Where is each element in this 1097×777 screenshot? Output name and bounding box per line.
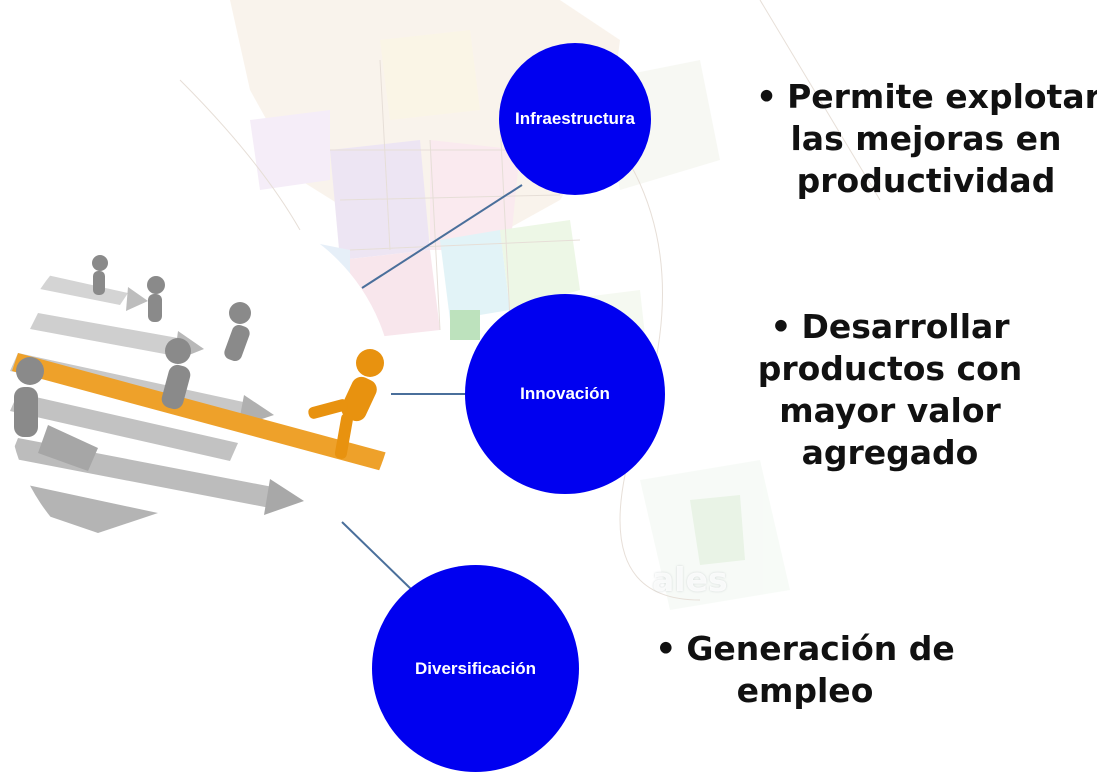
hub-image	[8, 203, 394, 589]
node-label: Innovación	[520, 384, 610, 403]
bullet-text: Generación de	[686, 629, 955, 668]
faded-label: ales	[652, 560, 728, 599]
bullet-diversificacion: •Generación de empleo	[640, 628, 970, 712]
runners-race-icon	[10, 255, 388, 533]
node-diversificacion: Diversificación	[372, 565, 579, 772]
bullet-line: •Generación de	[640, 628, 970, 670]
connector-3	[341, 521, 413, 591]
bullet-marker: •	[770, 307, 792, 346]
node-innovacion: Innovación	[465, 294, 665, 494]
bullet-marker: •	[756, 77, 778, 116]
bullet-line: las mejoras en	[790, 119, 1062, 158]
bullet-line: mayor valor	[779, 391, 1001, 430]
connector-1	[361, 184, 523, 289]
bullet-innovacion: •Desarrollar productos con mayor valor a…	[730, 306, 1050, 474]
bullet-line: agregado	[801, 433, 979, 472]
bullet-line: •Desarrollar	[730, 306, 1050, 348]
bullet-line: empleo	[736, 671, 874, 710]
bullet-line: productos con	[757, 349, 1023, 388]
node-label: Infraestructura	[515, 109, 635, 128]
bullet-text: Permite explotar	[787, 77, 1097, 116]
bullet-infraestructura: •Permite explotar las mejoras en product…	[756, 76, 1097, 202]
bullet-text: Desarrollar	[801, 307, 1010, 346]
node-infraestructura: Infraestructura	[499, 43, 651, 195]
node-label: Diversificación	[415, 658, 536, 678]
bullet-marker: •	[655, 629, 677, 668]
bullet-line: productividad	[796, 161, 1056, 200]
bullet-line: •Permite explotar	[756, 76, 1097, 118]
